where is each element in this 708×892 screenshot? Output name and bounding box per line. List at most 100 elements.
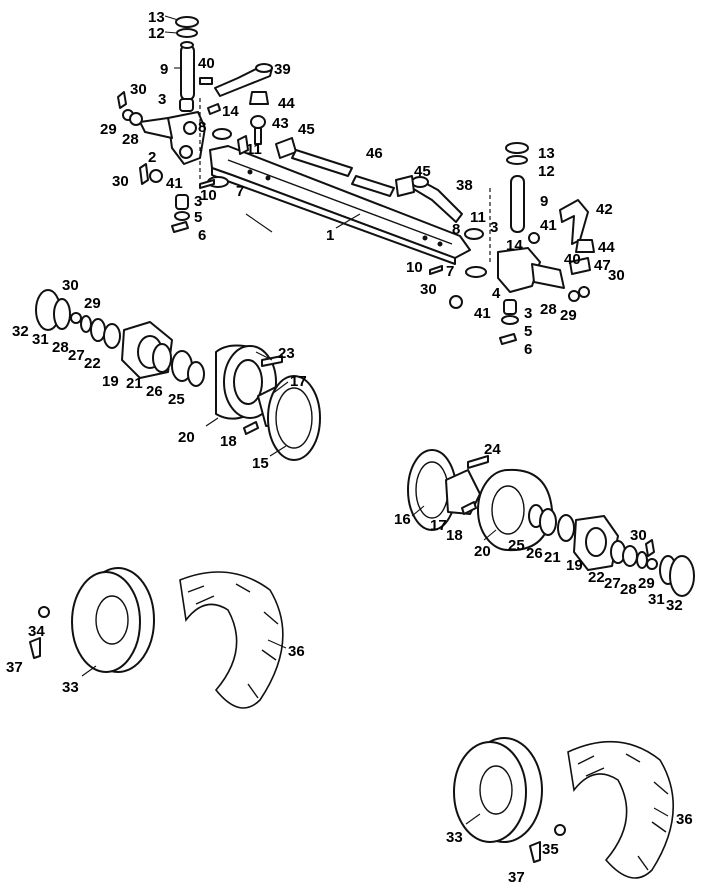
nut-41-right-lower [449,295,463,309]
shim-left [176,28,198,38]
arm-42 [559,199,589,245]
spindle-left [139,111,206,165]
callout-30-lower-left: 30 [112,173,129,190]
bolt-30-right-hub [645,539,655,557]
callout-6-left: 6 [198,227,206,244]
callout-42: 42 [596,201,613,218]
steering-arm-39 [214,65,273,97]
tie-tube-46 [291,149,395,197]
callout-28-right: 28 [540,301,557,318]
callout-l15: 15 [252,455,269,472]
callout-r30: 30 [630,527,647,544]
axle-beam [209,145,471,265]
callout-x36: 36 [676,811,693,828]
callout-13-left: 13 [148,9,165,26]
callout-12-left: 12 [148,25,165,42]
callout-l26: 26 [146,383,163,400]
callout-43: 43 [272,115,289,132]
callout-l17: 17 [290,373,307,390]
bolt-18-left [243,421,259,435]
bushing-3-right [503,299,517,315]
callout-r17: 17 [430,517,447,534]
callout-2: 2 [148,149,156,166]
callout-r21: 21 [544,549,561,566]
callout-r16: 16 [394,511,411,528]
ball-joint-43 [250,115,266,145]
callout-w34: 34 [28,623,45,640]
fitting-6-left [171,221,189,233]
callout-r24: 24 [484,441,501,458]
callouts-left-hub: 30 29 32 31 28 27 22 19 21 26 25 23 17 2… [12,277,307,472]
nut-35-right [554,824,566,836]
callout-44-right: 44 [598,239,615,256]
callout-45-left: 45 [298,121,315,138]
king-pin-right [510,175,525,233]
thrust-washer-8-right [464,228,484,240]
hub-cap-32-right [669,555,695,597]
callout-39: 39 [274,61,291,78]
callout-3-right-lower: 3 [524,305,532,322]
washer-28-left [129,112,143,126]
bearing-26-right [539,508,557,536]
spindle-right-shaft [531,263,565,289]
seal-25-left [187,361,205,387]
callout-9-right: 9 [540,193,548,210]
callout-41-left: 41 [166,175,183,192]
callout-41-right-upper: 41 [540,217,557,234]
callout-l21: 21 [126,375,143,392]
clamp-45-right [395,175,415,197]
valve-37-right [529,841,541,863]
tie-rod-end-44-left [249,91,269,105]
callout-l18: 18 [220,433,237,450]
nut-41-right-upper [528,232,540,244]
seal-5-left [174,211,190,221]
bolt-30-upper-left [117,91,127,109]
callout-l23: 23 [278,345,295,362]
nut-29-right-hub [646,558,658,570]
cap-right [505,142,529,154]
king-pin-left [180,41,195,101]
callout-28-left: 28 [122,131,139,148]
tire-36-left [179,571,284,709]
callout-9-left: 9 [160,61,168,78]
callout-l30: 30 [62,277,79,294]
callout-30-right-side: 30 [608,267,625,284]
callouts-axle: 13 12 9 40 39 30 3 14 44 29 28 8 43 45 1… [100,9,625,358]
leader-lines [81,15,669,825]
arm-end-39 [255,63,273,73]
nut-29-hub-left [70,312,82,324]
callout-8-right: 8 [452,221,460,238]
callout-30-upper-left: 30 [130,81,147,98]
callout-29-right: 29 [560,307,577,324]
callout-40-right: 40 [564,251,581,268]
callout-40-left: 40 [198,55,215,72]
callout-4: 4 [492,285,501,302]
callout-11-left: 11 [246,141,262,158]
nut-41-left [149,169,163,183]
callout-l31: 31 [32,331,49,348]
callout-r29: 29 [638,575,655,592]
callout-3-lower-left: 3 [194,193,202,210]
cup-21-right [557,514,575,542]
callout-r19: 19 [566,557,583,574]
callout-8-left: 8 [198,119,206,136]
seal-5-right [501,315,519,325]
washer-28-right-hub [636,551,648,569]
callout-47: 47 [594,257,611,274]
callout-l27: 27 [68,347,85,364]
washer-7-right [465,266,487,278]
bolt-14-left [207,103,221,115]
rim-33-right [453,737,543,843]
washer-28-hub-left [80,315,92,333]
right-wheel-tire [453,737,674,879]
bearing-27-right [622,545,638,567]
backing-plate-15-left [267,375,321,461]
callout-1: 1 [326,227,334,244]
bearing-27-left [90,318,106,342]
right-hub-assembly [407,449,695,597]
callout-11-right: 11 [470,209,486,226]
valve-37-left [29,637,41,659]
callouts-right-wheel: 33 35 36 37 [446,811,693,886]
cap-left [175,16,199,28]
